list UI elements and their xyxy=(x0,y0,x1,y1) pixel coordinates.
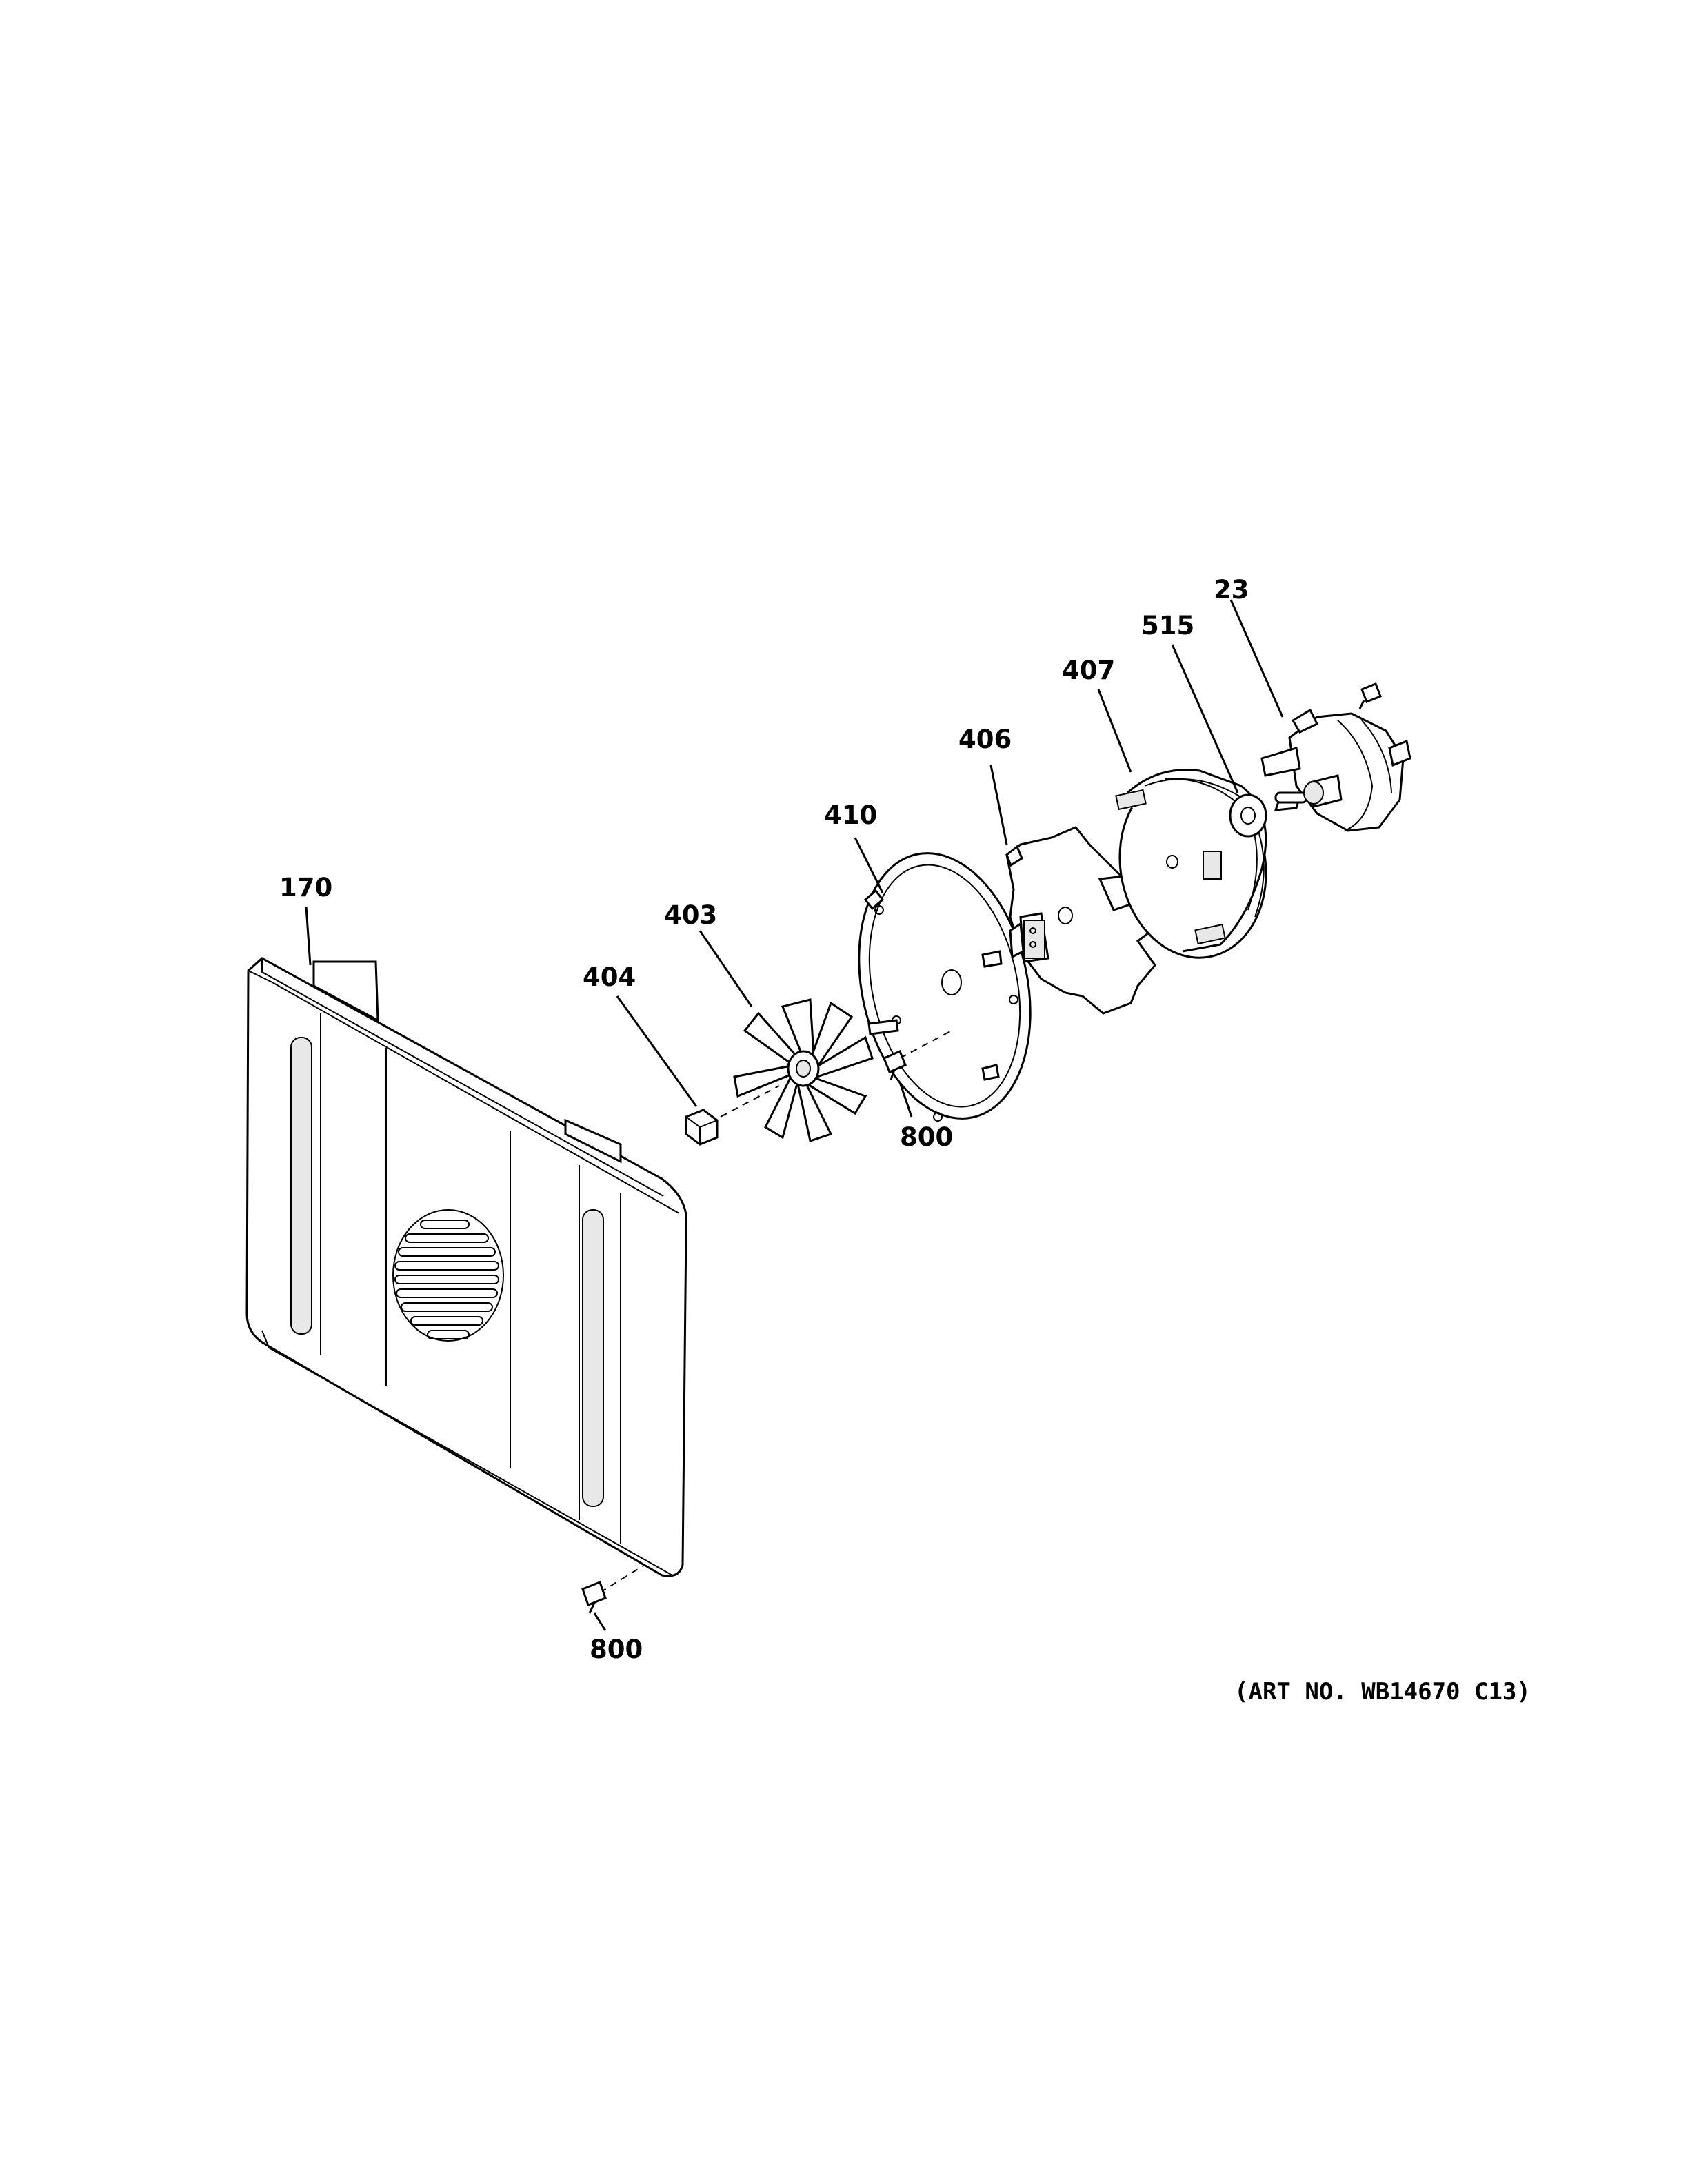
leader-403 xyxy=(699,930,753,1007)
callout-406: 406 xyxy=(958,725,1012,754)
fan-grille xyxy=(392,1209,504,1342)
leader-800-upper xyxy=(898,1082,913,1118)
leader-23 xyxy=(1229,599,1284,718)
nut-404 xyxy=(685,1109,719,1146)
fan-blade-403 xyxy=(720,998,874,1142)
leader-410 xyxy=(854,837,884,893)
art-number: (ART NO. WB14670 C13) xyxy=(1234,1678,1531,1706)
callout-800-lower: 800 xyxy=(590,1635,643,1664)
callout-170: 170 xyxy=(279,873,332,902)
callout-800-upper: 800 xyxy=(900,1122,953,1152)
leader-404 xyxy=(616,995,698,1107)
screw-800-lower xyxy=(581,1564,645,1614)
screw-800-upper xyxy=(883,1030,952,1080)
mounting-plate-410 xyxy=(858,852,1032,1122)
callout-515: 515 xyxy=(1141,611,1194,640)
leader-170 xyxy=(305,906,312,966)
callout-403: 403 xyxy=(664,900,717,930)
washer-515 xyxy=(1229,793,1267,838)
fan-motor-23 xyxy=(1260,708,1411,832)
rear-panel-170 xyxy=(245,957,688,1577)
leader-800-lower xyxy=(593,1612,607,1631)
callout-23: 23 xyxy=(1214,575,1249,605)
motor-screw xyxy=(1358,682,1382,709)
callout-410: 410 xyxy=(824,800,877,830)
leader-515 xyxy=(1171,644,1239,793)
callout-404: 404 xyxy=(583,962,636,992)
leader-407 xyxy=(1097,689,1132,773)
callout-407: 407 xyxy=(1062,656,1115,685)
leader-406 xyxy=(989,765,1008,845)
